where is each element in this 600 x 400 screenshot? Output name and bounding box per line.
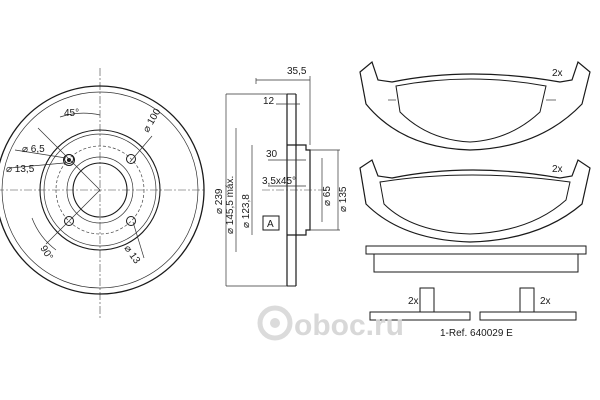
locating-hole-center	[67, 158, 71, 162]
watermark: oboc.ru	[257, 305, 404, 342]
leader-dia-6-5	[14, 149, 67, 159]
angle-line-90	[45, 189, 101, 245]
label-angle-45: 45°	[64, 108, 79, 119]
label-reference: 1-Ref. 640029 E	[440, 328, 513, 339]
pad-side-backing	[365, 245, 587, 255]
pad-middle-friction	[379, 174, 571, 235]
label-dia-145-5: ⌀ 145,5 máx.	[225, 176, 236, 234]
clip-right-tab	[519, 287, 535, 313]
angle-arc-90	[31, 217, 57, 251]
label-qty-middle: 2x	[552, 164, 563, 175]
clip-right-plate	[479, 311, 577, 321]
pad-side-friction	[373, 253, 579, 273]
friction-ring-inner	[39, 129, 161, 251]
label-dia-13: ⌀ 13	[122, 243, 143, 266]
disc-outer-edge	[0, 85, 205, 295]
label-qty-clip-right: 2x	[540, 296, 551, 307]
label-dia-13-5: ⌀ 13,5	[6, 164, 35, 175]
section-marker-box	[262, 215, 280, 231]
angle-line-45	[37, 127, 101, 191]
label-dia-100: ⌀ 100	[141, 107, 163, 135]
section-marker-label: A	[267, 219, 274, 230]
watermark-logo-ring	[257, 305, 293, 341]
leader-dia-13-5	[9, 162, 65, 169]
clip-left-tab	[419, 287, 435, 313]
label-thickness-12: 12	[263, 96, 275, 107]
bolt-hole-3	[64, 216, 74, 226]
label-dia-135: ⌀ 135	[338, 186, 349, 212]
watermark-logo-center	[270, 318, 280, 328]
bolt-hole-1	[126, 154, 136, 164]
label-dia-123-8: ⌀ 123,8	[241, 194, 252, 228]
leader-dia-100	[129, 135, 153, 163]
label-dia-239: ⌀ 239	[214, 188, 225, 214]
label-width-35-5: 35,5	[287, 66, 307, 77]
label-qty-clip-left: 2x	[408, 296, 419, 307]
pad-top-friction	[395, 78, 547, 143]
bolt-circle	[55, 145, 145, 235]
disc-front-view: 45° 90° ⌀ 6,5 ⌀ 13,5 ⌀ 100 ⌀ 13	[0, 68, 205, 318]
watermark-text: oboc.ru	[294, 309, 404, 342]
label-dia-6-5: ⌀ 6,5	[22, 144, 45, 155]
brake-pads: 2x 2x 2x 2x 1-Ref. 640029 E	[359, 60, 591, 339]
pad-top-backing-plate	[359, 60, 591, 151]
bolt-hole-4	[126, 216, 136, 226]
label-qty-top: 2x	[552, 68, 563, 79]
wear-clip-left	[369, 287, 471, 321]
disc-outer-edge-inner	[1, 91, 199, 289]
leader-dia-13	[132, 221, 145, 259]
label-hub-depth-30: 30	[266, 149, 278, 160]
clip-left-plate	[369, 311, 471, 321]
hub-outer	[66, 156, 134, 224]
disc-side-view: A 35,5 12 30 3,5x45° ⌀ 239 ⌀ 145,5 máx. …	[214, 66, 349, 287]
label-dia-65: ⌀ 65	[322, 186, 333, 206]
wear-clip-right	[479, 287, 577, 321]
pad-middle-backing-plate	[359, 159, 591, 243]
locating-hole	[63, 154, 75, 166]
friction-ring-inner-2	[43, 133, 157, 247]
center-bore	[72, 162, 128, 218]
label-chamfer: 3,5x45°	[262, 176, 296, 187]
angle-arc-45	[59, 112, 101, 118]
